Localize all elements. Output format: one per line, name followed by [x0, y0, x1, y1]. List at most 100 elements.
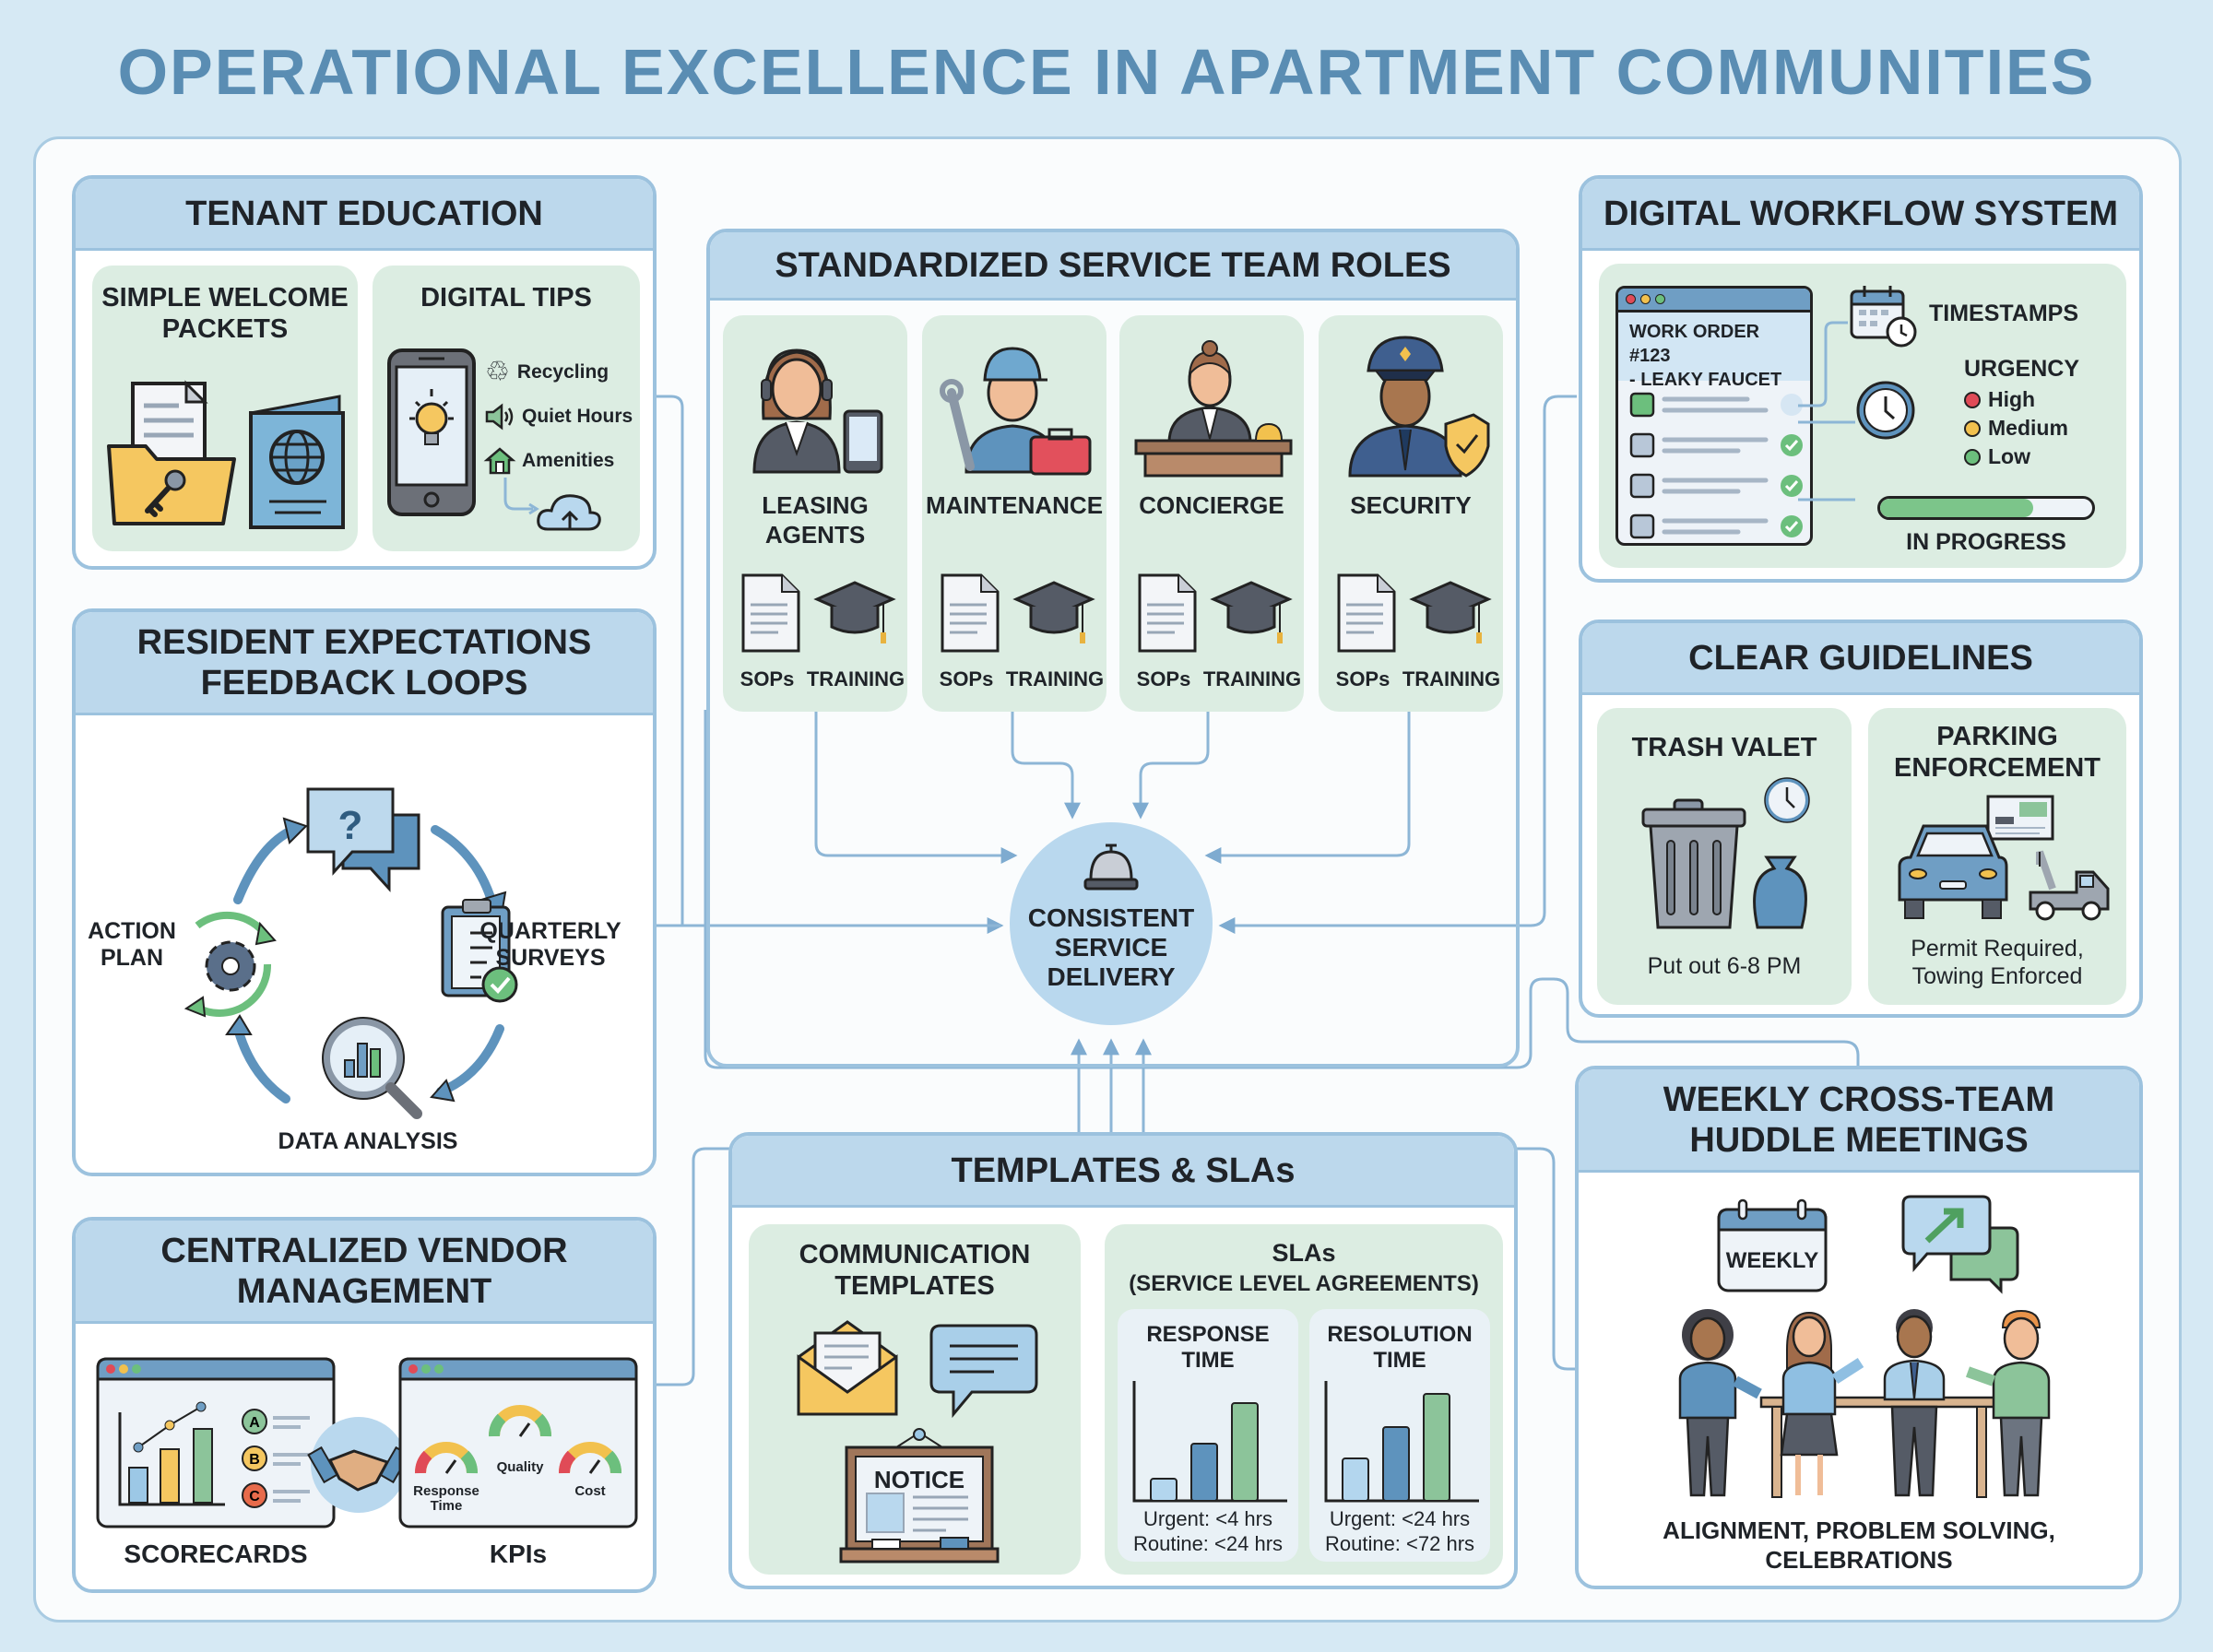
card-parking-enforcement: PARKING ENFORCEMENT Permit Required, Tow…: [1868, 708, 2126, 1005]
progress-fill: [1880, 499, 2033, 517]
tip-recycling[interactable]: ♲ Recycling: [485, 350, 642, 395]
window-dot-green: [1655, 294, 1665, 304]
cycle-label-data-analysis: DATA ANALYSIS: [278, 1128, 458, 1154]
urgency-level: Low: [1988, 444, 2030, 468]
gauge-cost: Cost: [574, 1483, 605, 1499]
role-card-maintenance[interactable]: MAINTENANCE SOPs TRAINING: [922, 315, 1106, 712]
resolution-annotations: Urgent: <24 hrs Routine: <72 hrs: [1309, 1506, 1490, 1556]
svg-text:C: C: [249, 1489, 260, 1504]
feedback-cycle-diagram: ?: [183, 787, 518, 1119]
hub-label-line: SERVICE: [1054, 933, 1168, 962]
chat-growth-icon: [1901, 1195, 2019, 1294]
tip-amenities[interactable]: Amenities: [483, 439, 642, 483]
clipboard-check-icon: [441, 899, 518, 1003]
car-tow-truck-icon: [1898, 795, 2110, 921]
card-workflow: WORK ORDER #123 - LEAKY FAUCET: [1599, 264, 2126, 568]
panel-title-line: FEEDBACK LOOPS: [200, 663, 528, 702]
gauge-quality: Quality: [497, 1459, 545, 1475]
role-label: CONCIERGE: [1139, 491, 1284, 519]
chart-title-line: RESPONSE: [1146, 1322, 1270, 1347]
training-label: TRAINING: [806, 667, 905, 690]
role-label: MAINTENANCE: [925, 491, 1104, 519]
card-trash-valet: TRASH VALET Put out 6-8 PM: [1597, 708, 1852, 1005]
urgent-target: Urgent: <24 hrs: [1329, 1507, 1471, 1530]
progress-bar: [1877, 496, 2095, 520]
urgency-high[interactable]: High: [1964, 385, 2068, 414]
card-digital-tips: DIGITAL TIPS ♲ Recycling Quiet Hours Ame…: [373, 266, 640, 551]
role-card-concierge[interactable]: CONCIERGE SOPs TRAINING: [1119, 315, 1304, 712]
service-bell-icon: [1083, 844, 1139, 891]
card-title: TRASH VALET: [1631, 733, 1817, 762]
card-title-line: SIMPLE WELCOME: [101, 283, 349, 313]
chart-title-line: TIME: [1181, 1348, 1235, 1373]
notice-label: NOTICE: [873, 1466, 965, 1493]
hub-label: CONSISTENT SERVICE DELIVERY: [1010, 903, 1213, 992]
label-line: QUARTERLY: [479, 918, 621, 944]
panel-title: RESIDENT EXPECTATIONS FEEDBACK LOOPS: [76, 612, 653, 715]
tip-quiet-hours[interactable]: Quiet Hours: [485, 395, 642, 439]
gear-cycle-icon: [183, 911, 277, 1018]
panel-title: TENANT EDUCATION: [76, 179, 653, 251]
card-title-line: (SERVICE LEVEL AGREEMENTS): [1129, 1271, 1479, 1296]
card-title-line: PACKETS: [161, 314, 289, 344]
graduation-cap-icon: [1210, 581, 1293, 643]
tip-label: Quiet Hours: [522, 406, 633, 427]
card-title-line: ENFORCEMENT: [1894, 753, 2101, 783]
scorecards-label: SCORECARDS: [124, 1540, 308, 1568]
panel-service-roles: STANDARDIZED SERVICE TEAM ROLES: [706, 229, 1520, 1068]
panel-title-line: CENTRALIZED VENDOR: [160, 1231, 568, 1270]
panel-digital-workflow: DIGITAL WORKFLOW SYSTEM WORK ORDER #123 …: [1579, 175, 2143, 583]
caption-line: ALIGNMENT, PROBLEM SOLVING,: [1663, 1516, 2055, 1544]
progress-label: IN PROGRESS: [1906, 529, 2066, 555]
question-chat-icon: ?: [306, 787, 420, 892]
detail-line: Towing Enforced: [1911, 963, 2083, 989]
status-dot-green: [1964, 448, 1981, 466]
trash-detail: Put out 6-8 PM: [1647, 953, 1802, 979]
panel-vendor-management: CENTRALIZED VENDOR MANAGEMENT A B C: [72, 1217, 657, 1593]
role-card-leasing-agents[interactable]: LEASING AGENTS SOPs TRAINING: [723, 315, 907, 712]
sop-document-icon: [941, 573, 1000, 653]
urgency-title: URGENCY: [1964, 356, 2080, 382]
handshake-icon: [307, 1417, 410, 1513]
response-annotations: Urgent: <4 hrs Routine: <24 hrs: [1118, 1506, 1298, 1556]
urgency-low[interactable]: Low: [1964, 442, 2068, 471]
envelope-icon: [797, 1320, 898, 1416]
card-welcome-packets: SIMPLE WELCOME PACKETS: [92, 266, 358, 551]
kpis-label: KPIs: [489, 1540, 548, 1568]
label-line: SURVEYS: [495, 945, 606, 971]
tip-label: Amenities: [522, 450, 615, 471]
sops-label: SOPs: [740, 667, 795, 690]
notice-board-icon: [839, 1428, 1000, 1564]
speaker-icon: [485, 403, 514, 431]
chart-title: RESPONSE TIME: [1118, 1322, 1298, 1374]
security-officer-icon: [1348, 336, 1490, 478]
panel-tenant-education: TENANT EDUCATION SIMPLE WELCOME PACKETS: [72, 175, 657, 570]
svg-text:B: B: [249, 1452, 260, 1468]
urgent-target: Urgent: <4 hrs: [1142, 1507, 1272, 1530]
graduation-cap-icon: [1409, 581, 1492, 643]
work-order-title: WORK ORDER #123 - LEAKY FAUCET: [1618, 313, 1810, 390]
window-dot-yellow: [1640, 294, 1651, 304]
gauge-response-time: Response: [413, 1483, 479, 1499]
work-order-window[interactable]: WORK ORDER #123 - LEAKY FAUCET: [1615, 286, 1813, 546]
scorecards-window-icon: A B C: [96, 1357, 336, 1528]
sop-document-icon: [741, 573, 800, 653]
calendar-clock-icon: [1850, 286, 1917, 348]
role-card-security[interactable]: SECURITY SOPs TRAINING: [1319, 315, 1503, 712]
sops-label: SOPs: [939, 667, 994, 690]
urgency-medium[interactable]: Medium: [1964, 414, 2068, 442]
routine-target: Routine: <24 hrs: [1132, 1532, 1284, 1555]
cloud-upload-icon: [503, 478, 601, 531]
workflow-connectors: [1798, 321, 1855, 502]
role-label-line: AGENTS: [764, 521, 866, 549]
panel-templates-slas: TEMPLATES & SLAs COMMUNICATION TEMPLATES: [728, 1132, 1518, 1589]
svg-text:Time: Time: [431, 1498, 463, 1514]
tip-label: Recycling: [516, 361, 609, 383]
panel-title: CENTRALIZED VENDOR MANAGEMENT: [76, 1221, 653, 1324]
task-checklist[interactable]: [1618, 384, 1813, 546]
chart-title-line: TIME: [1373, 1348, 1426, 1373]
graduation-cap-icon: [813, 581, 896, 643]
card-title-line: COMMUNICATION: [799, 1240, 1031, 1269]
panel-title: TEMPLATES & SLAs: [732, 1136, 1514, 1208]
card-title: DIGITAL TIPS: [420, 283, 592, 313]
